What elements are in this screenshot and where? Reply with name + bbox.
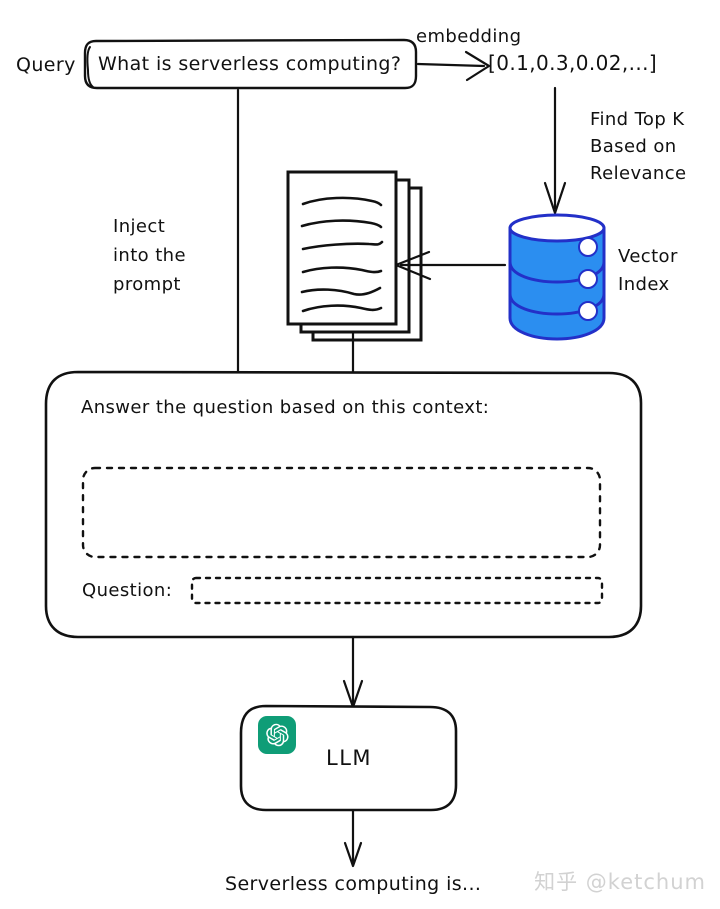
find-top-k-line-2: Based on	[590, 136, 677, 157]
document-text-lines	[300, 196, 384, 313]
output-text: Serverless computing is...	[225, 873, 482, 895]
openai-glyph	[266, 723, 289, 747]
embedding-label: embedding	[416, 26, 522, 47]
embedding-vector-text: [0.1,0.3,0.02,...]	[488, 51, 658, 75]
vector-index-cylinder	[508, 213, 606, 341]
inject-line-2: into the	[113, 245, 186, 266]
llm-label: LLM	[326, 746, 373, 770]
inject-into-prompt-label: Inject into the prompt	[113, 212, 186, 299]
watermark: 知乎 @ketchum	[534, 870, 706, 894]
openai-logo-icon	[258, 716, 296, 754]
question-label: Question:	[82, 580, 173, 601]
context-placeholder-field[interactable]	[81, 466, 602, 559]
arrow-embedding-to-vector-index	[543, 86, 567, 215]
arrow-llm-to-output	[343, 809, 363, 868]
arrow-prompt-to-llm	[342, 635, 364, 709]
find-top-k-line-3: Relevance	[590, 163, 687, 184]
arrow-query-to-embedding	[416, 50, 491, 82]
vector-index-line-1: Vector	[618, 246, 678, 267]
vector-index-line-2: Index	[618, 274, 670, 295]
question-placeholder-field[interactable]	[190, 576, 604, 605]
vector-index-label: Vector Index	[618, 243, 678, 299]
prompt-instruction-text: Answer the question based on this contex…	[81, 397, 490, 418]
find-top-k-label: Find Top K Based on Relevance	[590, 106, 687, 187]
document-stack	[286, 170, 423, 342]
inject-line-1: Inject	[113, 216, 166, 237]
query-box	[83, 38, 418, 90]
find-top-k-line-1: Find Top K	[590, 109, 685, 130]
arrow-vector-index-to-documents	[394, 250, 507, 281]
query-input-text[interactable]: What is serverless computing?	[98, 53, 402, 75]
inject-line-3: prompt	[113, 274, 181, 295]
query-label: Query	[16, 54, 76, 76]
